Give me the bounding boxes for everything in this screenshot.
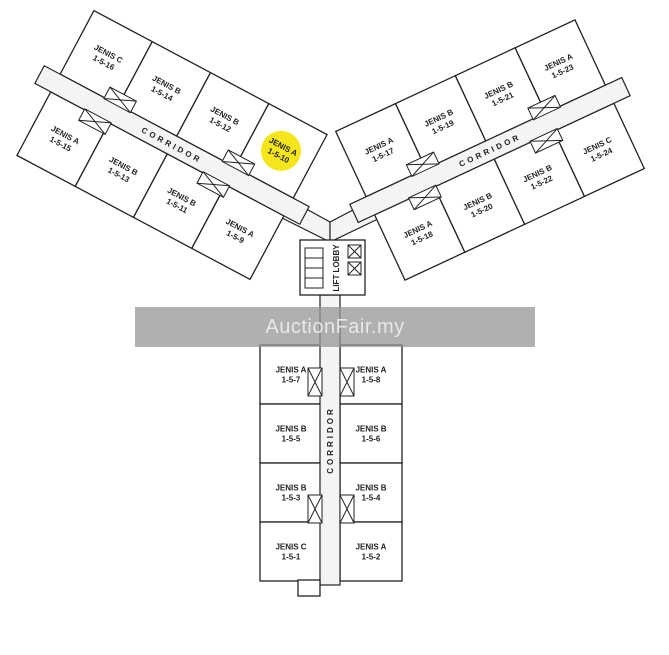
- lift-lobby: LIFT LOBBY: [299, 239, 366, 296]
- unit-type: JENIS A: [356, 366, 387, 375]
- watermark-text: AuctionFair.my: [265, 315, 405, 338]
- unit-1-5-17[interactable]: JENIS A1-5-17: [334, 102, 427, 198]
- unit-type: JENIS A: [276, 366, 307, 375]
- shaft-icon: [307, 494, 323, 524]
- shaft-icon: [196, 171, 231, 198]
- staircase-icon: [297, 579, 321, 597]
- lift-lobby-label: LIFT LOBBY: [332, 244, 341, 292]
- unit-1-5-12[interactable]: JENIS B1-5-12: [175, 71, 270, 169]
- unit-type: JENIS A: [356, 543, 387, 552]
- shaft-icon: [405, 151, 440, 178]
- unit-type: JENIS B: [275, 425, 306, 434]
- unit-1-5-24[interactable]: JENIS C1-5-24: [553, 102, 646, 198]
- unit-1-5-20[interactable]: JENIS B1-5-20: [433, 158, 526, 254]
- unit-number: 1-5-1: [282, 553, 301, 562]
- unit-1-5-23[interactable]: JENIS A1-5-23: [514, 19, 607, 114]
- shaft-icon: [221, 149, 256, 177]
- unit-1-5-16[interactable]: JENIS C1-5-16: [59, 9, 154, 107]
- unit-1-5-6[interactable]: JENIS B1-5-6: [339, 403, 403, 464]
- shaft-icon: [307, 367, 323, 397]
- unit-type: JENIS C: [275, 543, 306, 552]
- shaft-icon: [339, 494, 355, 524]
- unit-number: 1-5-4: [362, 494, 381, 503]
- shaft-icon: [77, 108, 112, 136]
- shaft-icon: [527, 94, 562, 121]
- unit-number: 1-5-5: [282, 435, 301, 444]
- unit-1-5-2[interactable]: JENIS A1-5-2: [339, 521, 403, 582]
- unit-number: 1-5-2: [362, 553, 381, 562]
- unit-type: JENIS B: [355, 425, 386, 434]
- unit-number: 1-5-3: [282, 494, 301, 503]
- unit-1-5-9[interactable]: JENIS A1-5-9: [190, 183, 285, 281]
- unit-1-5-18[interactable]: JENIS A1-5-18: [373, 186, 466, 281]
- corridor: [34, 64, 310, 226]
- shaft-icon: [529, 127, 564, 154]
- corridor: [349, 76, 631, 224]
- unit-type: JENIS B: [275, 484, 306, 493]
- unit-1-5-1[interactable]: JENIS C1-5-1: [259, 521, 323, 582]
- shaft-icon: [103, 86, 138, 114]
- unit-number: 1-5-8: [362, 376, 381, 385]
- watermark-band: AuctionFair.my: [135, 307, 535, 347]
- unit-1-5-5[interactable]: JENIS B1-5-5: [259, 403, 323, 464]
- unit-1-5-21[interactable]: JENIS B1-5-21: [454, 46, 547, 142]
- unit-number: 1-5-7: [282, 376, 301, 385]
- unit-1-5-13[interactable]: JENIS B1-5-13: [74, 121, 169, 219]
- highlight-marker: [261, 130, 302, 171]
- corridor-label: CORRIDOR: [326, 406, 335, 474]
- shaft-icon: [339, 367, 355, 397]
- unit-number: 1-5-6: [362, 435, 381, 444]
- shaft-icon: [407, 184, 442, 211]
- unit-type: JENIS B: [355, 484, 386, 493]
- unit-1-5-10[interactable]: JENIS A1-5-10: [234, 102, 328, 200]
